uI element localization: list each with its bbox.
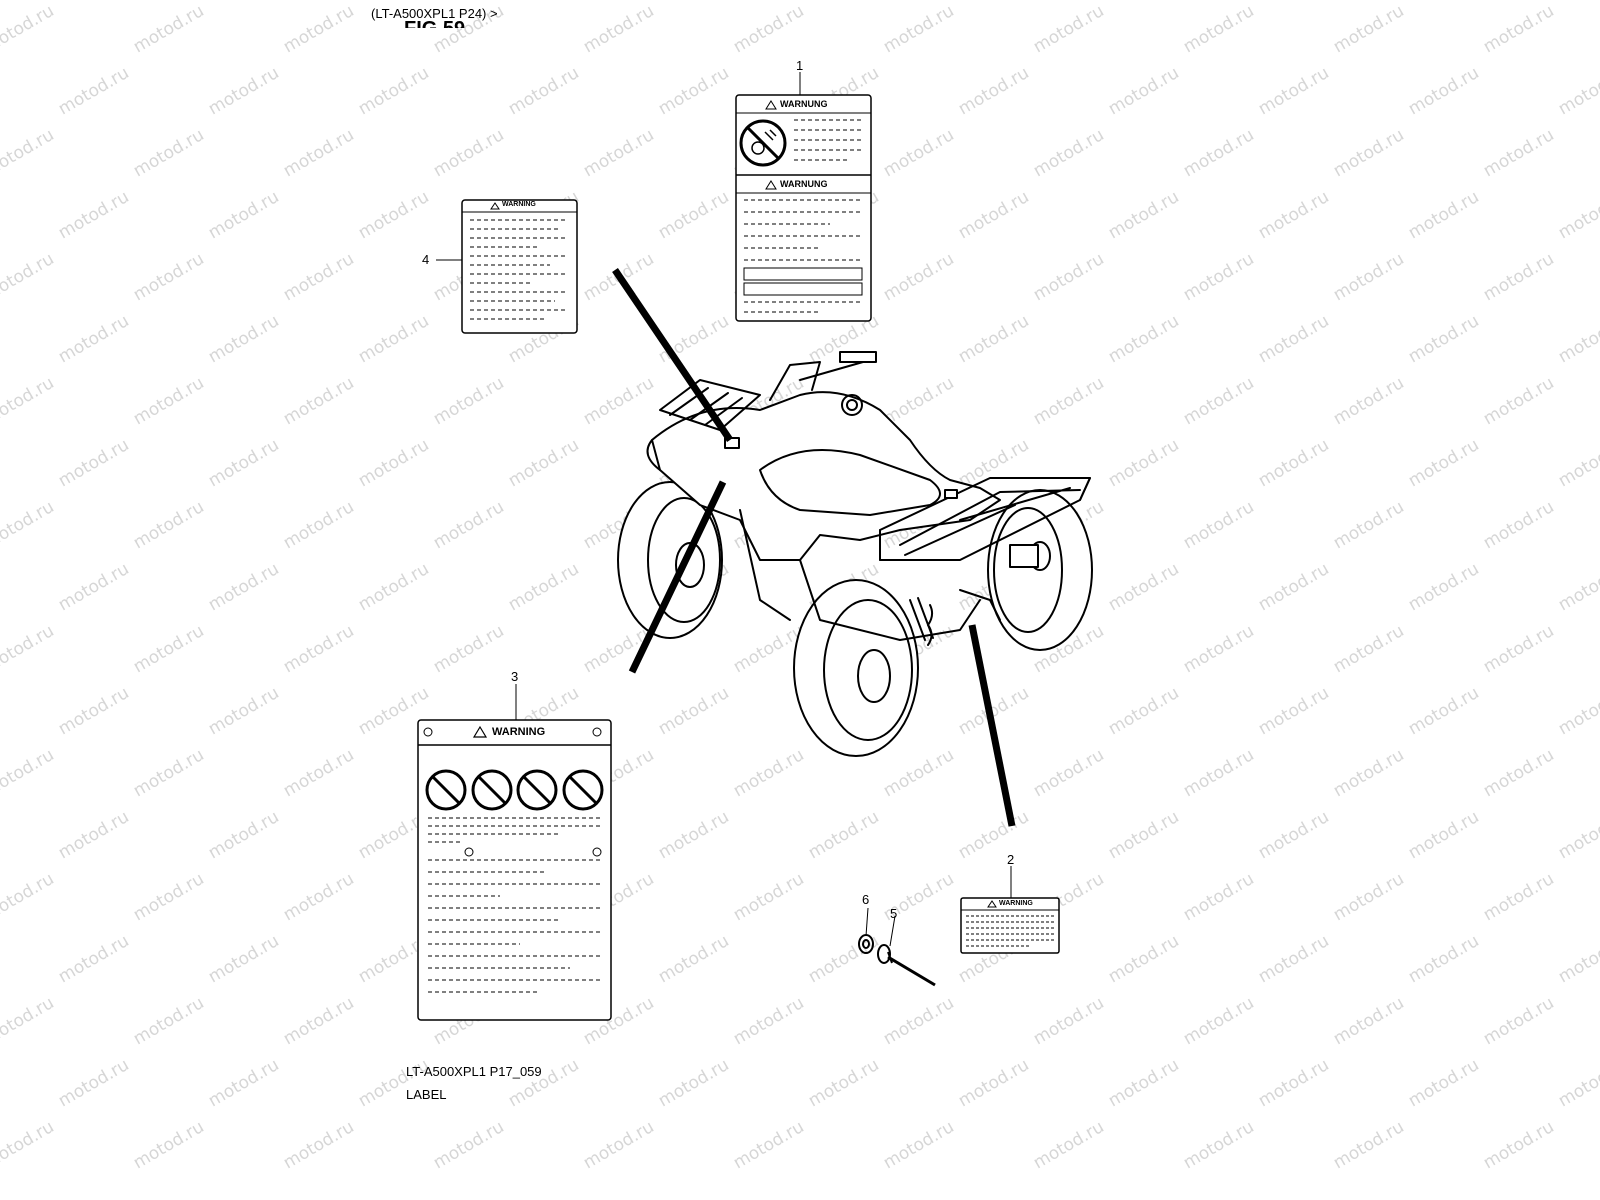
callout-2: 2: [1007, 852, 1015, 867]
diagram-code: LT-A500XPL1 P17_059: [406, 1064, 542, 1079]
warning-triangle-icon: [765, 180, 777, 190]
washer-icon: [858, 934, 874, 954]
callout-lines: [436, 72, 1012, 947]
label-4-sticker: [461, 199, 578, 334]
warning-triangle-icon: [987, 900, 997, 908]
diagram-title: LABEL: [406, 1087, 447, 1102]
callout-5: 5: [890, 906, 898, 921]
callout-4: 4: [422, 252, 430, 267]
label-1-top-title: WARNUNG: [780, 99, 828, 109]
warning-triangle-icon: [490, 202, 500, 210]
label-2-sticker: [960, 897, 1060, 954]
warning-triangle-icon: [472, 725, 488, 738]
label-1-sticker: [735, 94, 872, 322]
label-1-bottom-title: WARNUNG: [780, 179, 828, 189]
figure-number: FIG.59: [404, 16, 465, 28]
label-3-sticker: [417, 719, 612, 1021]
prohibition-pictogram-icon: [425, 769, 604, 811]
label-3-title: WARNING: [492, 726, 546, 738]
label-2-title: WARNING: [999, 900, 1033, 907]
warning-triangle-icon: [765, 100, 777, 110]
callout-1: 1: [796, 58, 804, 73]
leader-lines: [612, 268, 1016, 827]
callout-3: 3: [511, 669, 519, 684]
atv-illustration: [617, 351, 1093, 757]
header-reference: (LT-A500XPL1 P24) >: [371, 6, 498, 21]
callout-6: 6: [862, 892, 870, 907]
prohibition-pictogram-icon: [739, 119, 787, 167]
rivet-icon: [877, 944, 936, 987]
label-4-title: WARNING: [502, 201, 536, 208]
